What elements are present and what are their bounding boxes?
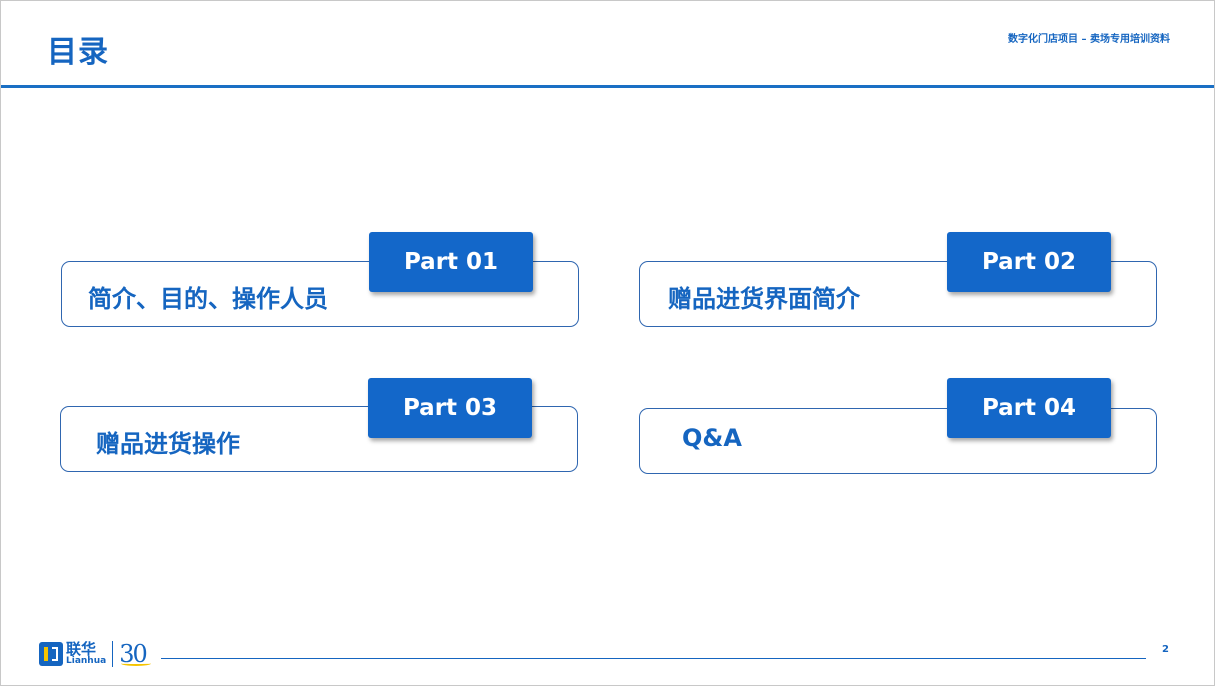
- section-label: 赠品进货界面简介: [668, 285, 860, 313]
- anniversary-30-icon: 30: [119, 640, 151, 668]
- header-divider: [1, 85, 1214, 88]
- part-tab-3[interactable]: Part 03: [368, 378, 532, 438]
- section-label: 简介、目的、操作人员: [88, 285, 328, 313]
- part-tab-2[interactable]: Part 02: [947, 232, 1111, 292]
- section-label: Q&A: [682, 424, 742, 452]
- header-subtitle: 数字化门店项目 – 卖场专用培训资料: [1008, 34, 1170, 45]
- logo-english-name: Lianhua: [66, 656, 107, 666]
- part-tab-1[interactable]: Part 01: [369, 232, 533, 292]
- logo-text: 联华 Lianhua: [66, 642, 106, 666]
- lianhua-logo: 联华 Lianhua 30: [39, 639, 151, 669]
- logo-separator: [112, 641, 114, 667]
- logo-chinese-name: 联华: [66, 640, 97, 658]
- part-tab-4[interactable]: Part 04: [947, 378, 1111, 438]
- section-card-2[interactable]: 赠品进货界面简介: [639, 261, 1157, 327]
- lianhua-badge-icon: [39, 642, 63, 666]
- page-title: 目录: [47, 35, 109, 70]
- section-label: 赠品进货操作: [96, 430, 240, 458]
- page-number: 2: [1162, 644, 1169, 655]
- footer-divider: [161, 658, 1146, 659]
